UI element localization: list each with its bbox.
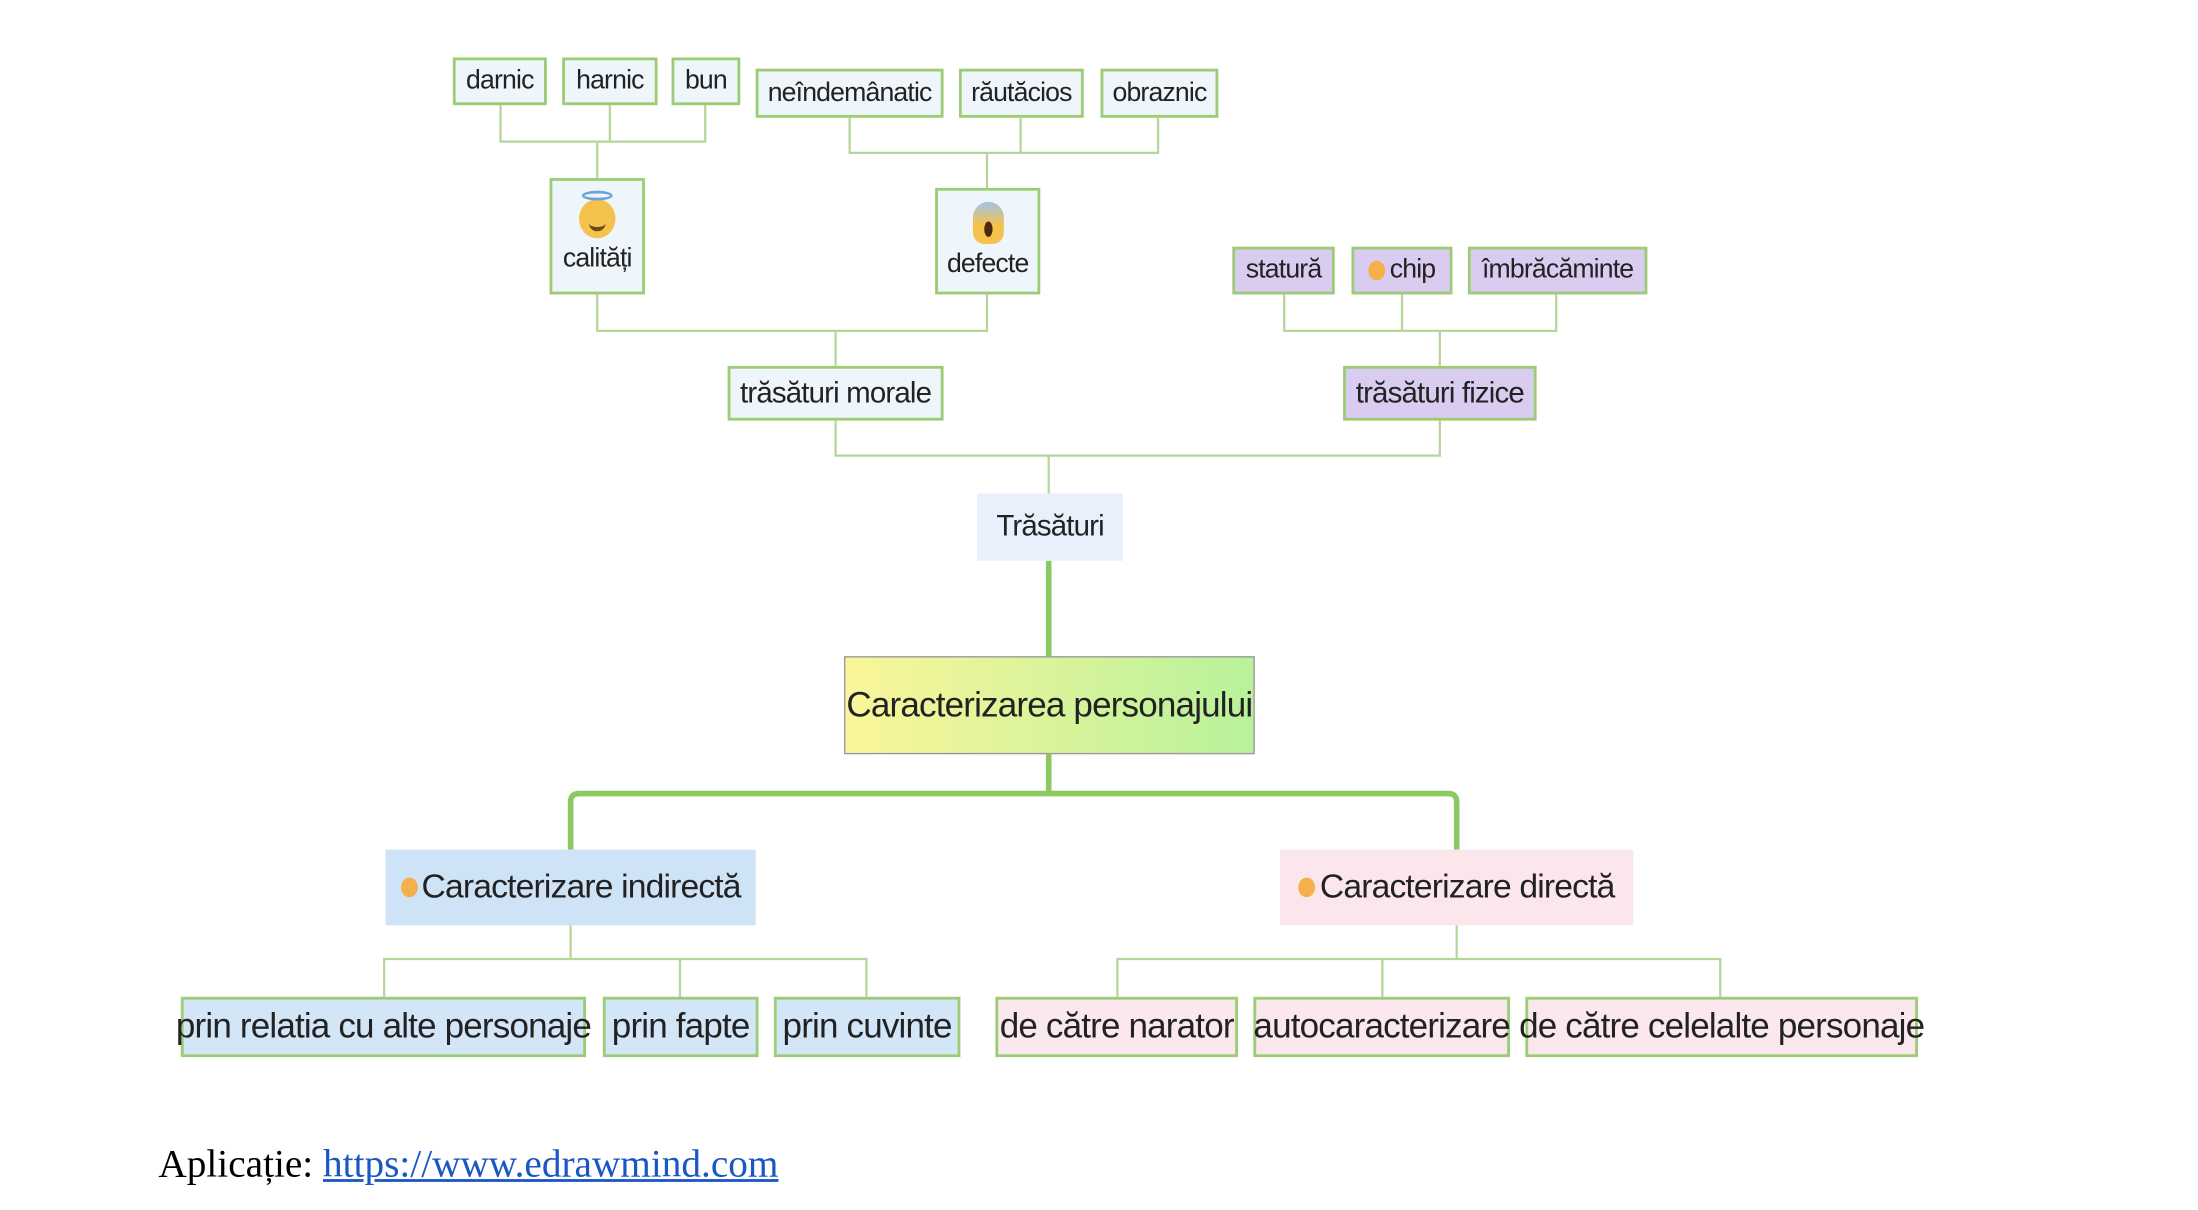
node-defecte[interactable]: defecte (935, 187, 1041, 295)
node-de-catre-celelalte[interactable]: de către celelalte personaje (1519, 996, 1925, 1058)
main-connector-bottom (567, 754, 1460, 850)
node-trasaturi-fizice[interactable]: trăsături fizice (1343, 365, 1537, 421)
node-harnic[interactable]: harnic (562, 57, 658, 106)
connector-directa (1116, 925, 1722, 997)
node-calitati-label: calități (562, 243, 633, 273)
node-caracterizare-indirecta[interactable]: Caracterizare indirectă (385, 849, 756, 926)
node-trasaturi[interactable]: Trăsături (977, 493, 1124, 561)
face-icon (1368, 260, 1386, 281)
node-neindemanatic[interactable]: neîndemânatic (755, 68, 944, 118)
node-chip-label: chip (1389, 255, 1436, 285)
node-imbracaminte[interactable]: îmbrăcăminte (1467, 246, 1648, 295)
face-icon (400, 877, 418, 898)
connector-trasaturi (834, 420, 1441, 494)
central-topic[interactable]: Caracterizarea personajului (844, 656, 1255, 755)
face-icon (1298, 877, 1316, 898)
node-calitati[interactable]: calități (549, 178, 645, 295)
node-prin-cuvinte[interactable]: prin cuvinte (773, 996, 961, 1058)
node-autocaracterizare[interactable]: autocaracterizare (1253, 996, 1511, 1058)
angel-face-icon (579, 189, 616, 238)
edrawmind-link[interactable]: https://www.edrawmind.com (323, 1142, 779, 1187)
node-caracterizare-directa[interactable]: Caracterizare directă (1280, 849, 1634, 926)
node-rautacios[interactable]: răutăcios (958, 68, 1084, 118)
node-bun[interactable]: bun (671, 57, 741, 106)
node-darnic[interactable]: darnic (452, 57, 547, 106)
node-chip[interactable]: chip (1351, 246, 1453, 295)
connector-morale (596, 294, 989, 366)
node-de-catre-narator[interactable]: de către narator (995, 996, 1238, 1058)
node-directa-label: Caracterizare directă (1319, 867, 1615, 906)
node-indirecta-label: Caracterizare indirectă (421, 867, 742, 906)
node-prin-fapte[interactable]: prin fapte (602, 996, 759, 1058)
connector-indirecta (383, 925, 868, 997)
node-defecte-label: defecte (946, 249, 1029, 279)
connector-fizice (1283, 294, 1558, 366)
node-obraznic[interactable]: obraznic (1100, 68, 1219, 118)
node-prin-relatia[interactable]: prin relatia cu alte personaje (176, 996, 592, 1058)
connector-defecte (848, 117, 1160, 188)
connector-calitati (499, 105, 707, 179)
screaming-face-icon (972, 201, 1004, 244)
node-statura[interactable]: statură (1232, 246, 1335, 295)
footer: Aplicație: https://www.edrawmind.com (158, 1143, 778, 1188)
node-trasaturi-morale[interactable]: trăsături morale (727, 365, 944, 421)
footer-label: Aplicație: (158, 1142, 314, 1187)
